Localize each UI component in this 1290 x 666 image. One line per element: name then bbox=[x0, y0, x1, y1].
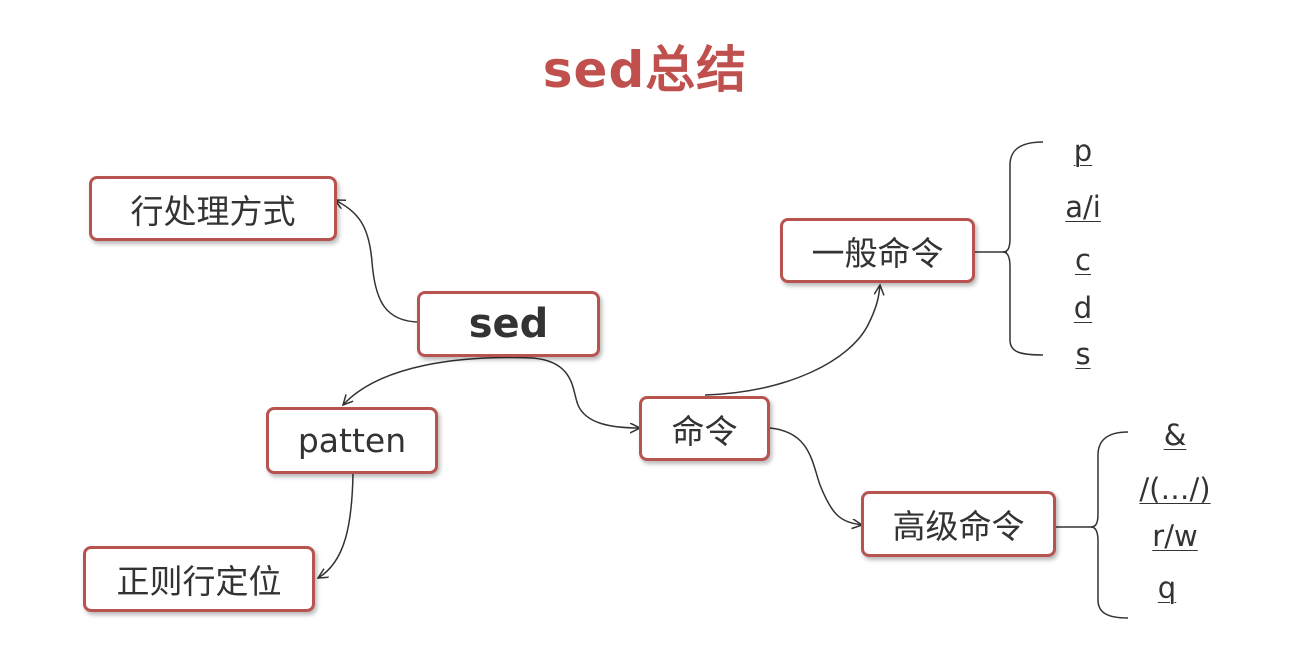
link-sed-to-line-processing bbox=[335, 200, 421, 323]
link-sed-to-pattern bbox=[343, 356, 534, 405]
node-pattern: patten bbox=[266, 407, 438, 474]
general-command-item: p bbox=[1073, 134, 1093, 168]
advanced-command-item: /(…/) bbox=[1139, 472, 1211, 506]
node-command: 命令 bbox=[639, 396, 770, 461]
advanced-command-item: q bbox=[1157, 571, 1177, 605]
general-command-item: s bbox=[1075, 337, 1091, 371]
node-line-processing: 行处理方式 bbox=[89, 176, 337, 241]
link-sed-to-command bbox=[532, 357, 640, 428]
node-sed: sed bbox=[417, 291, 600, 357]
general-command-item: c bbox=[1075, 243, 1091, 277]
node-advanced-command: 高级命令 bbox=[861, 491, 1056, 557]
node-general-command: 一般命令 bbox=[780, 218, 975, 283]
brace-advanced-commands bbox=[1090, 431, 1129, 619]
advanced-command-item: r/w bbox=[1152, 519, 1198, 553]
link-command-to-general bbox=[704, 285, 880, 396]
advanced-command-item: & bbox=[1163, 418, 1187, 452]
general-command-item: a/i bbox=[1065, 190, 1101, 224]
diagram-title: sed总结 bbox=[542, 41, 748, 99]
node-regex-locate: 正则行定位 bbox=[83, 546, 315, 612]
link-command-to-advanced bbox=[769, 427, 862, 525]
brace-general-commands bbox=[1002, 141, 1044, 356]
link-pattern-to-regex-locate bbox=[318, 473, 354, 578]
general-command-item: d bbox=[1073, 291, 1093, 325]
